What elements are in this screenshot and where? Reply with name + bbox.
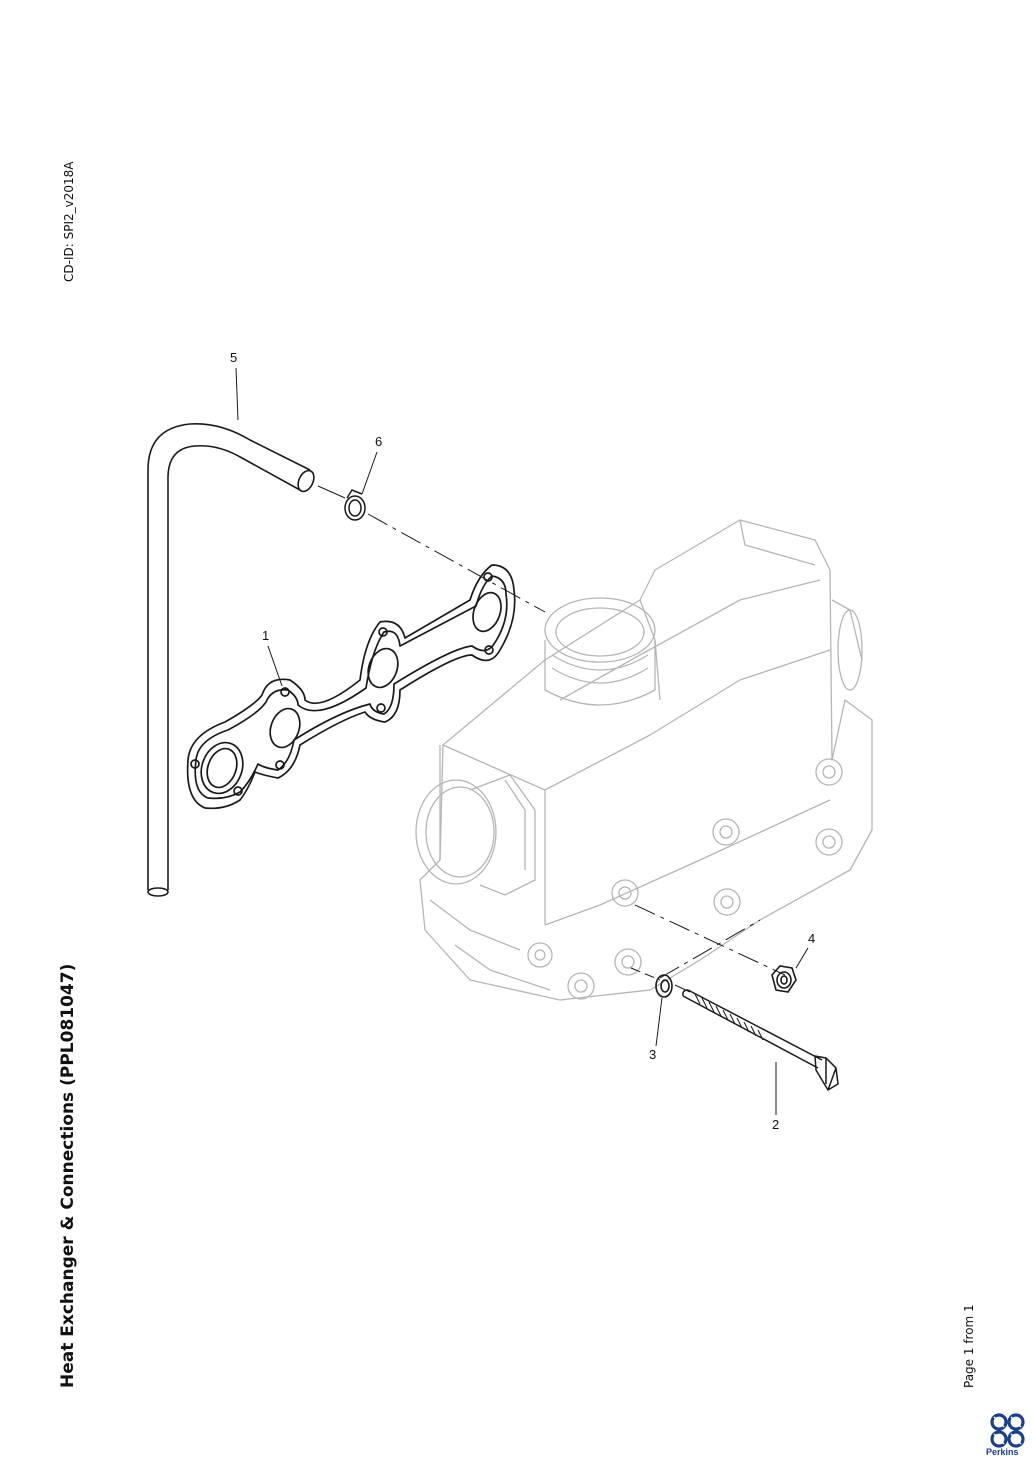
leader-lines	[235, 367, 809, 1115]
callout-6: 6	[375, 434, 382, 449]
callout-5: 5	[230, 350, 237, 365]
callout-3: 3	[649, 1047, 656, 1062]
gasket-part	[186, 564, 516, 810]
hose-clip-part	[344, 489, 366, 521]
perkins-logo	[990, 1413, 1025, 1448]
assembly-lines	[317, 485, 786, 993]
washer-part	[655, 974, 673, 998]
callout-1: 1	[262, 628, 269, 643]
callout-2: 2	[772, 1117, 779, 1132]
hose-part	[147, 423, 315, 897]
heat-exchanger-body	[415, 519, 873, 1001]
callout-4: 4	[808, 931, 815, 946]
brand-name: Perkins	[986, 1447, 1019, 1457]
bolt-part	[682, 989, 839, 1092]
nut-part	[771, 965, 797, 993]
